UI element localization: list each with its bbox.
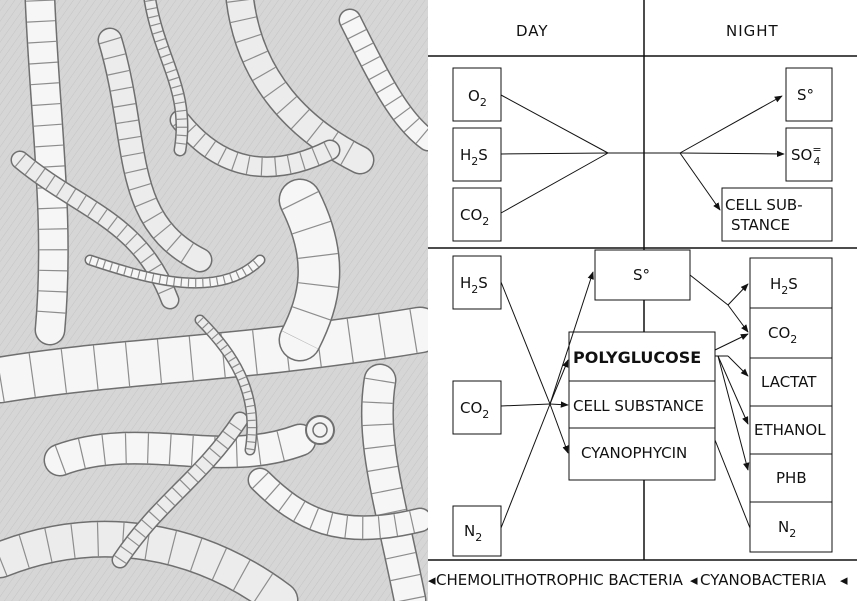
hub-to-cell-substance-arrow xyxy=(550,404,568,405)
h2s-converge-line xyxy=(501,153,608,154)
sulfur-night-line xyxy=(690,275,728,305)
top-output-cell-substance-line1: CELL SUB- xyxy=(725,196,803,214)
storage-polyglucose: POLYGLUCOSE xyxy=(573,348,701,367)
footer-chemolithotrophic: CHEMOLITHOTROPHIC BACTERIA xyxy=(436,571,684,589)
bottom-sulfur: S° xyxy=(633,266,650,284)
night-product-ethanol: ETHANOL xyxy=(754,421,826,439)
footer-right-arrow: ◂ xyxy=(840,571,848,589)
top-output-cell-substance-line2: STANCE xyxy=(731,216,790,234)
hub-to-polyglucose-arrow xyxy=(550,360,568,404)
to-co2-arrow xyxy=(728,305,748,332)
night-product-phb: PHB xyxy=(776,469,807,487)
night-products-column xyxy=(750,258,832,552)
hub-to-cyanophycin-arrow xyxy=(550,404,568,453)
arrow-to-sulfur xyxy=(680,96,782,153)
arrow-to-sulfate xyxy=(680,153,784,154)
filament-body xyxy=(60,440,300,460)
h2s-to-storage-line xyxy=(501,282,550,404)
o2-converge-line xyxy=(501,95,608,153)
metabolism-diagram: DAY NIGHT O2 H2S CO2 S° SO=4 CELL SUB- S… xyxy=(428,0,857,601)
to-n2-line xyxy=(715,440,750,528)
co2-to-storage-line xyxy=(501,404,550,406)
arrow-to-cell-substance xyxy=(680,153,720,210)
n2-to-storage-line xyxy=(501,404,550,528)
storage-cyanophycin: CYANOPHYCIN xyxy=(581,444,687,462)
filament-body xyxy=(300,200,319,340)
to-h2s-arrow xyxy=(728,284,748,305)
footer-mid-arrow: ◂ xyxy=(690,571,698,589)
to-co2-from-storage-arrow xyxy=(715,334,748,350)
night-header: NIGHT xyxy=(726,22,779,40)
spiral-cell xyxy=(306,416,334,444)
top-output-sulfur: S° xyxy=(797,86,814,104)
footer-cyanobacteria: CYANOBACTERIA xyxy=(700,571,827,589)
to-lactat-arrow xyxy=(728,356,748,376)
storage-cell-substance: CELL SUBSTANCE xyxy=(573,397,704,415)
night-product-lactat: LACTAT xyxy=(761,373,817,391)
day-header: DAY xyxy=(516,22,549,40)
co2-converge-line xyxy=(501,153,608,213)
microbial-mat-illustration xyxy=(0,0,428,601)
footer-left-arrow: ◂ xyxy=(428,571,436,589)
